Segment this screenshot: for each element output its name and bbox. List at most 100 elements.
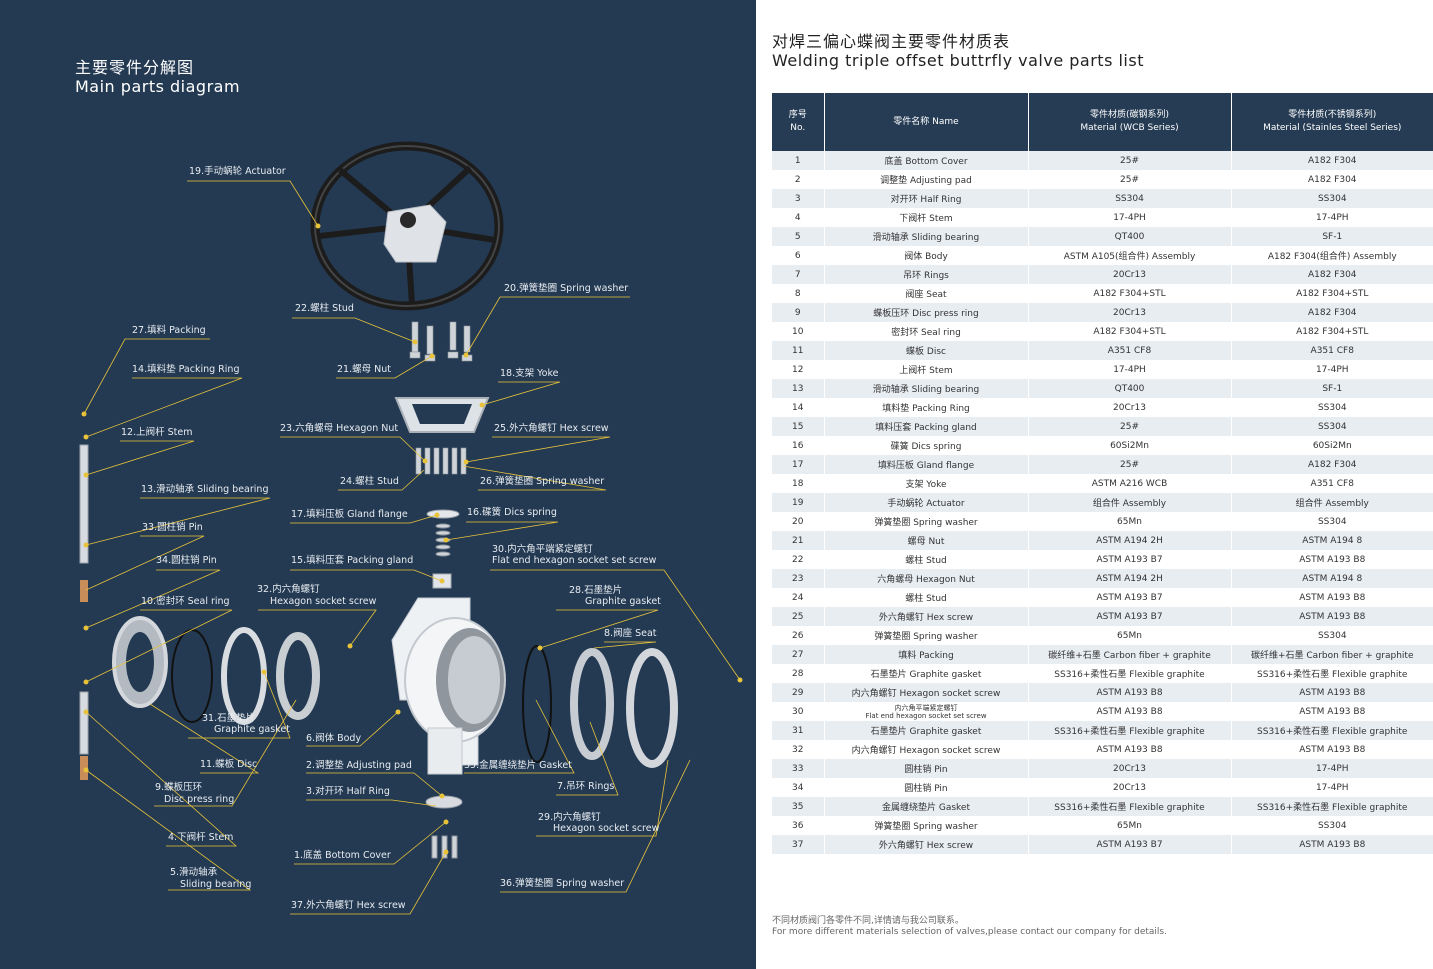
header-wcb: 零件材质(碳钢系列)Material (WCB Series) [1028, 93, 1232, 151]
part-label-11: 11.蝶板 Disc [200, 759, 258, 770]
part-label-36: 36.弹簧垫圈 Spring washer [500, 878, 625, 889]
cell-wcb: SS304 [1028, 189, 1232, 208]
cell-no: 1 [772, 151, 825, 170]
cell-no: 33 [772, 759, 825, 778]
cell-name: 阀座 Seat [824, 284, 1029, 303]
cell-ss: 17-4PH [1231, 759, 1433, 778]
cell-ss: SS316+柔性石墨 Flexible graphite [1231, 664, 1433, 683]
cell-no: 6 [772, 246, 825, 265]
cell-wcb: A351 CF8 [1028, 341, 1232, 360]
cell-wcb: ASTM A193 B7 [1028, 550, 1232, 569]
cell-name-line: Flat end hexagon socket set screw [865, 711, 987, 720]
part-label-35: 35.金属缠绕垫片 Gasket [464, 760, 572, 771]
cell-name: 石墨垫片 Graphite gasket [824, 721, 1029, 740]
cell-no: 2 [772, 170, 825, 189]
part-label-19: 19.手动蜗轮 Actuator [189, 166, 286, 177]
cell-no: 20 [772, 512, 825, 531]
part-label-28b: Graphite gasket [585, 596, 661, 607]
cell-no: 13 [772, 379, 825, 398]
cell-wcb: 25# [1028, 455, 1232, 474]
cell-ss: 组合件 Assembly [1231, 493, 1433, 512]
cell-wcb: 组合件 Assembly [1028, 493, 1232, 512]
cell-wcb: A182 F304+STL [1028, 284, 1232, 303]
cell-ss: SS316+柔性石墨 Flexible graphite [1231, 797, 1433, 816]
cell-wcb: ASTM A193 B7 [1028, 607, 1232, 626]
part-label-9b: Disc press ring [164, 794, 235, 805]
cell-ss: 碳纤维+石墨 Carbon fiber + graphite [1231, 645, 1433, 664]
header-ss: 零件材质(不锈钢系列)Material (Stainles Steel Seri… [1231, 93, 1433, 151]
part-label-5a: 5.滑动轴承 [170, 867, 218, 878]
cell-wcb: ASTM A193 B7 [1028, 835, 1232, 854]
cell-name: 内六角螺钉 Hexagon socket screw [824, 740, 1029, 759]
cell-name: 弹簧垫圈 Spring washer [824, 512, 1029, 531]
cell-wcb: SS316+柔性石墨 Flexible graphite [1028, 664, 1232, 683]
parts-list-panel: 对焊三偏心蝶阀主要零件材质表 Welding triple offset but… [756, 0, 1433, 969]
cell-name: 填料压套 Packing gland [824, 417, 1029, 436]
cell-ss: SS304 [1231, 626, 1433, 645]
part-label-17: 17.填料压板 Gland flange [291, 509, 408, 520]
cell-no: 9 [772, 303, 825, 322]
cell-ss: A182 F304 [1231, 455, 1433, 474]
cell-ss: ASTM A193 B8 [1231, 588, 1433, 607]
part-label-5b: Sliding bearing [180, 879, 252, 890]
cell-name: 蝶板压环 Disc press ring [824, 303, 1029, 322]
part-label-21: 21.螺母 Nut [337, 364, 391, 375]
part-label-9a: 9.蝶板压环 [155, 782, 203, 793]
part-label-24: 24.螺柱 Stud [340, 476, 399, 487]
cell-name: 调整垫 Adjusting pad [824, 170, 1029, 189]
cell-ss: A182 F304+STL [1231, 322, 1433, 341]
part-label-30a: 30.内六角平端紧定螺钉 [492, 544, 593, 555]
part-label-32b: Hexagon socket screw [270, 596, 377, 607]
part-label-37: 37.外六角螺钉 Hex screw [291, 900, 406, 911]
cell-no: 24 [772, 588, 825, 607]
cell-ss: 17-4PH [1231, 208, 1433, 227]
cell-wcb: 65Mn [1028, 816, 1232, 835]
cell-wcb: 碳纤维+石墨 Carbon fiber + graphite [1028, 645, 1232, 664]
cell-wcb: ASTM A193 B8 [1028, 740, 1232, 759]
part-label-30b: Flat end hexagon socket set screw [492, 555, 657, 566]
cell-wcb: QT400 [1028, 379, 1232, 398]
cell-wcb: 65Mn [1028, 626, 1232, 645]
cell-ss: SS316+柔性石墨 Flexible graphite [1231, 721, 1433, 740]
cell-ss: A182 F304(组合件) Assembly [1231, 246, 1433, 265]
cell-name: 填料垫 Packing Ring [824, 398, 1029, 417]
cell-wcb: SS316+柔性石墨 Flexible graphite [1028, 721, 1232, 740]
cell-ss: SS304 [1231, 816, 1433, 835]
cell-name: 圆柱销 Pin [824, 778, 1029, 797]
cell-wcb: 25# [1028, 417, 1232, 436]
cell-ss: A182 F304+STL [1231, 284, 1433, 303]
cell-name: 内六角螺钉 Hexagon socket screw [824, 683, 1029, 702]
cell-name: 金属缠绕垫片 Gasket [824, 797, 1029, 816]
handwheel-actuator [310, 141, 504, 311]
part-label-23: 23.六角螺母 Hexagon Nut [280, 423, 399, 434]
cell-no: 23 [772, 569, 825, 588]
cell-wcb: 65Mn [1028, 512, 1232, 531]
part-label-16: 16.碟簧 Dics spring [467, 507, 557, 518]
diagram-title-cn: 主要零件分解图 [75, 58, 195, 77]
cell-no: 11 [772, 341, 825, 360]
cell-no: 31 [772, 721, 825, 740]
cell-name: 外六角螺钉 Hex screw [824, 835, 1029, 854]
cell-wcb: 20Cr13 [1028, 759, 1232, 778]
part-label-28a: 28.石墨垫片 [569, 585, 623, 596]
part-label-22: 22.螺柱 Stud [295, 303, 354, 314]
part-label-31b: Graphite gasket [214, 724, 290, 735]
cell-no: 27 [772, 645, 825, 664]
part-label-29a: 29.内六角螺钉 [538, 812, 601, 823]
